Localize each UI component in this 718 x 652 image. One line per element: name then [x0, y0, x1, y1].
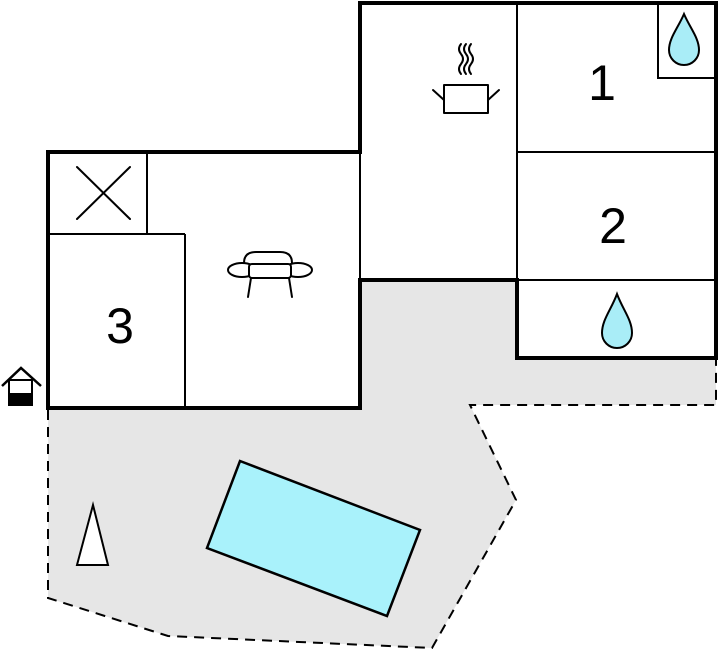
room-1-label: 1 — [588, 55, 616, 111]
water-drop-icon — [600, 291, 634, 349]
wall-shower-box — [657, 3, 716, 79]
water-drop-icon — [667, 11, 701, 66]
terrace-area — [48, 280, 716, 648]
building-outer-wall — [46, 1, 718, 410]
building-floor — [48, 3, 716, 408]
swimming-pool — [205, 459, 422, 618]
room-2-label: 2 — [599, 198, 627, 254]
room-3-label: 3 — [106, 298, 134, 354]
entrance-house-icon — [1, 366, 42, 406]
parasol-icon — [75, 501, 110, 566]
sofa-icon — [227, 251, 313, 298]
closet-x-icon — [76, 166, 131, 220]
terrace-boundary — [47, 360, 717, 650]
cooking-pot-icon — [432, 43, 500, 114]
